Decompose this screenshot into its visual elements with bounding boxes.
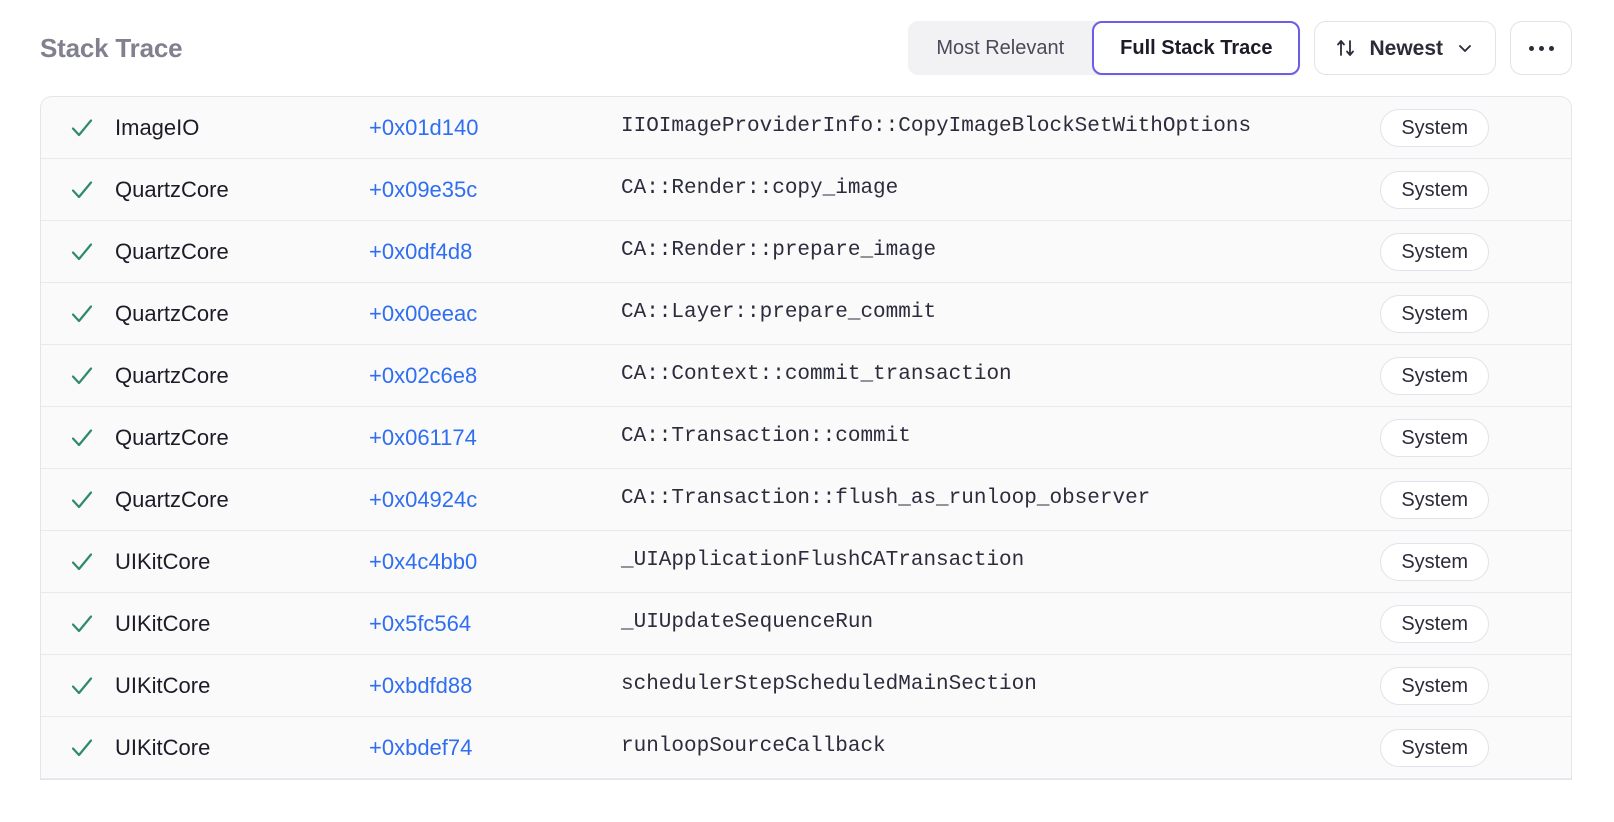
status-badge: System: [1380, 480, 1489, 519]
sort-arrows-icon: [1335, 37, 1357, 59]
frame-origin-cell: System: [1339, 294, 1489, 333]
frame-symbol: CA::Context::commit_transaction: [621, 363, 1012, 387]
table-row[interactable]: UIKitCore +0x4c4bb0 _UIApplicationFlushCAT…: [41, 531, 1571, 593]
table-row[interactable]: QuartzCore +0x0df4d8 CA::Render::prepare_i…: [41, 221, 1571, 283]
frame-offset[interactable]: +0x09e35c: [369, 176, 478, 202]
check-icon: [67, 487, 97, 513]
check-icon: [67, 673, 97, 699]
check-icon: [67, 115, 97, 141]
table-row[interactable]: QuartzCore +0x09e35c CA::Render::copy_imag…: [41, 159, 1571, 221]
chevron-down-icon: [1455, 38, 1475, 58]
frame-symbol: schedulerStepScheduledMainSection: [621, 673, 1037, 697]
frame-symbol: _UIUpdateSequenceRun: [621, 611, 874, 635]
tab-most-relevant[interactable]: Most Relevant: [908, 21, 1092, 75]
status-badge: System: [1380, 294, 1489, 333]
check-icon: [67, 425, 97, 451]
table-row[interactable]: QuartzCore +0x04924c CA::Transaction::flus…: [41, 469, 1571, 531]
table-row[interactable]: UIKitCore +0x5fc564 _UIUpdateSequenceRun Sy…: [41, 593, 1571, 655]
frame-symbol: CA::Layer::prepare_commit: [621, 301, 937, 325]
sort-button[interactable]: Newest: [1314, 21, 1496, 75]
frame-package: QuartzCore: [115, 300, 229, 326]
check-icon: [67, 239, 97, 265]
sort-button-label: Newest: [1369, 36, 1443, 60]
frame-package: UIKitCore: [115, 734, 211, 760]
frame-origin-cell: System: [1339, 108, 1489, 147]
frame-package: ImageIO: [115, 114, 200, 140]
frame-origin-cell: System: [1339, 542, 1489, 581]
check-icon: [67, 611, 97, 637]
frame-symbol: CA::Render::copy_image: [621, 177, 899, 201]
frame-offset[interactable]: +0x04924c: [369, 486, 478, 512]
table-row[interactable]: UIKitCore +0xbdfd88 schedulerStepScheduled…: [41, 655, 1571, 717]
frame-symbol: IIOImageProviderInfo::CopyImageBlockSetW…: [621, 115, 1252, 139]
ellipsis-icon: [1528, 45, 1554, 51]
frame-symbol: CA::Transaction::flush_as_runloop_observ…: [621, 487, 1151, 511]
frame-symbol: _UIApplicationFlushCATransaction: [621, 549, 1025, 573]
check-icon: [67, 735, 97, 761]
status-badge: System: [1380, 356, 1489, 395]
table-row[interactable]: QuartzCore +0x061174 CA::Transaction::comm…: [41, 407, 1571, 469]
frame-package: UIKitCore: [115, 672, 211, 698]
frame-offset[interactable]: +0x5fc564: [369, 610, 472, 636]
header-controls: Most Relevant Full Stack Trace Newest: [908, 21, 1572, 75]
frame-offset[interactable]: +0x0df4d8: [369, 238, 473, 264]
frame-symbol: CA::Transaction::commit: [621, 425, 911, 449]
stack-frame-list: ImageIO +0x01d140 IIOImageProviderInfo::Co…: [40, 96, 1572, 780]
frame-origin-cell: System: [1339, 604, 1489, 643]
frame-origin-cell: System: [1339, 232, 1489, 271]
status-badge: System: [1380, 666, 1489, 705]
frame-package: UIKitCore: [115, 548, 211, 574]
frame-symbol: runloopSourceCallback: [621, 735, 886, 759]
frame-package: QuartzCore: [115, 424, 229, 450]
frame-offset[interactable]: +0x02c6e8: [369, 362, 478, 388]
table-row[interactable]: UIKitCore +0xbdef74 runloopSourceCallback S…: [41, 717, 1571, 779]
page-title: Stack Trace: [40, 33, 183, 63]
frame-origin-cell: System: [1339, 356, 1489, 395]
status-badge: System: [1380, 542, 1489, 581]
check-icon: [67, 363, 97, 389]
table-row[interactable]: QuartzCore +0x02c6e8 CA::Context::commit_t…: [41, 345, 1571, 407]
frame-offset[interactable]: +0xbdfd88: [369, 672, 473, 698]
tab-full-stack-trace[interactable]: Full Stack Trace: [1092, 21, 1301, 75]
status-badge: System: [1380, 170, 1489, 209]
status-badge: System: [1380, 418, 1489, 457]
panel-header: Stack Trace Most Relevant Full Stack Tra…: [0, 0, 1614, 96]
check-icon: [67, 177, 97, 203]
frame-origin-cell: System: [1339, 728, 1489, 767]
frame-offset[interactable]: +0xbdef74: [369, 734, 473, 760]
frame-origin-cell: System: [1339, 666, 1489, 705]
status-badge: System: [1380, 232, 1489, 271]
check-icon: [67, 301, 97, 327]
table-row[interactable]: ImageIO +0x01d140 IIOImageProviderInfo::Co…: [41, 97, 1571, 159]
stack-trace-mode-segmented-control[interactable]: Most Relevant Full Stack Trace: [908, 21, 1301, 75]
frame-package: QuartzCore: [115, 238, 229, 264]
frame-offset[interactable]: +0x061174: [369, 424, 477, 450]
status-badge: System: [1380, 604, 1489, 643]
frame-offset[interactable]: +0x01d140: [369, 114, 479, 140]
frame-symbol: CA::Render::prepare_image: [621, 239, 937, 263]
frame-package: QuartzCore: [115, 486, 229, 512]
frame-package: QuartzCore: [115, 176, 229, 202]
frame-origin-cell: System: [1339, 480, 1489, 519]
frame-origin-cell: System: [1339, 170, 1489, 209]
status-badge: System: [1380, 108, 1489, 147]
frame-offset[interactable]: +0x00eeac: [369, 300, 478, 326]
frame-package: UIKitCore: [115, 610, 211, 636]
frame-package: QuartzCore: [115, 362, 229, 388]
check-icon: [67, 549, 97, 575]
frame-origin-cell: System: [1339, 418, 1489, 457]
frame-offset[interactable]: +0x4c4bb0: [369, 548, 478, 574]
table-row[interactable]: QuartzCore +0x00eeac CA::Layer::prepare_co…: [41, 283, 1571, 345]
status-badge: System: [1380, 728, 1489, 767]
overflow-menu-button[interactable]: [1510, 21, 1572, 75]
